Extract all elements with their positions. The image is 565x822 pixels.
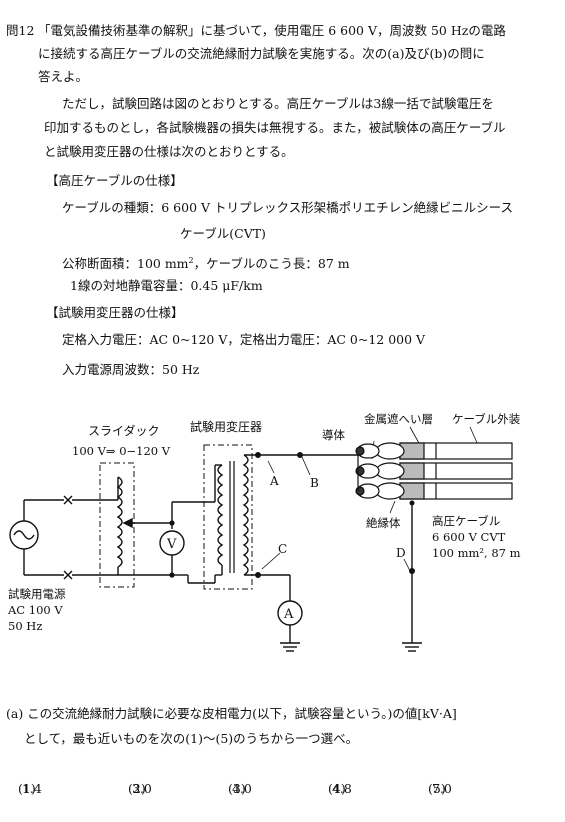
slidac-label: スライダック — [88, 423, 160, 438]
cable-label-3: 100 mm², 87 m — [432, 546, 521, 560]
choice-1-label: (1) — [18, 781, 36, 796]
choice-3-label: (3) — [228, 781, 246, 796]
cable-spec-heading: 【高圧ケーブルの仕様】 — [46, 173, 183, 188]
shield-label: 金属遮へい層 — [364, 412, 433, 426]
source-label-3: 50 Hz — [8, 619, 42, 633]
conductor-label: 導体 — [322, 428, 345, 442]
cable-area-line: 公称断面積：100 mm2，ケーブルのこう長：87 m — [62, 253, 350, 272]
cable-type-line-2: ケーブル(CVT) — [180, 226, 266, 241]
choice-5-label: (5) — [428, 781, 446, 796]
question-number: 問12 — [6, 23, 35, 38]
question-line-2: に接続する高圧ケーブルの交流絶縁耐力試験を実施する。次の(a)及び(b)の問に — [38, 46, 485, 61]
cable-type-line-1: ケーブルの種類：6 600 V トリプレックス形架橋ポリエチレン絶縁ビニルシース — [62, 200, 514, 215]
transformer-voltage: 定格入力電圧：AC 0~120 V，定格出力電圧：AC 0~12 000 V — [62, 332, 426, 347]
choice-4-value: 4.8 — [331, 781, 352, 796]
choice-3[interactable]: (3) 4.0 — [228, 781, 252, 796]
transformer-label: 試験用変圧器 — [190, 419, 262, 434]
cable-capacitance: 1線の対地静電容量：0.45 μF/km — [70, 278, 263, 293]
part-a-line-1: (a) この交流絶縁耐力試験に必要な皮相電力(以下，試験容量という。)の値[kV… — [6, 706, 457, 721]
part-a-line-2: として，最も近いものを次の(1)～(5)のうちから一つ選べ。 — [24, 731, 359, 746]
transformer-frequency: 入力電源周波数：50 Hz — [62, 362, 200, 377]
cable-label-1: 高圧ケーブル — [432, 514, 500, 528]
question-line-3: 答えよ。 — [38, 69, 89, 84]
ammeter-label: A — [283, 607, 294, 622]
choice-3-value: 4.0 — [231, 781, 252, 796]
choice-5[interactable]: (5) 7.0 — [428, 781, 452, 796]
point-b-label: B — [310, 476, 319, 490]
answer-choices: (1) 1.4 (2) 3.0 (3) 4.0 (4) 4.8 (5) 7.0 — [18, 781, 538, 797]
insulator-label: 絶縁体 — [366, 516, 401, 530]
choice-2[interactable]: (2) 3.0 — [128, 781, 152, 796]
condition-line-1: ただし，試験回路は図のとおりとする。高圧ケーブルは3線一括で試験電圧を — [62, 96, 494, 111]
choice-5-value: 7.0 — [431, 781, 452, 796]
test-circuit-diagram: スライダック 100 V⇒ 0−120 V 試験用変圧器 導体 金属遮へい層 ケ… — [7, 412, 521, 652]
choice-4[interactable]: (4) 4.8 — [328, 781, 352, 796]
sheath-label: ケーブル外装 — [452, 412, 521, 426]
condition-line-2: 印加するものとし，各試験機器の損失は無視する。また，被試験体の高圧ケーブル — [44, 120, 506, 135]
voltmeter-label: V — [166, 537, 177, 552]
point-a-label: A — [269, 474, 279, 488]
transformer-spec-heading: 【試験用変圧器の仕様】 — [46, 305, 184, 320]
cable-area-prefix: 公称断面積：100 mm — [62, 256, 189, 272]
choice-1-value: 1.4 — [21, 781, 42, 796]
source-label-2: AC 100 V — [7, 603, 63, 617]
cable-area-sup: 2 — [188, 256, 194, 265]
choice-2-label: (2) — [128, 781, 146, 796]
slidac-range: 100 V⇒ 0−120 V — [72, 444, 171, 458]
condition-line-3: と試験用変圧器の仕様は次のとおりとする。 — [44, 144, 294, 159]
choice-1[interactable]: (1) 1.4 — [18, 781, 42, 796]
point-c-label: C — [278, 542, 287, 556]
cable-area-suffix: ，ケーブルのこう長：87 m — [193, 256, 350, 272]
choice-2-value: 3.0 — [131, 781, 152, 796]
cable-label-2: 6 600 V CVT — [432, 530, 506, 544]
question-line-1: 「電気設備技術基準の解釈」に基づいて，使用電圧 6 600 V，周波数 50 H… — [38, 23, 506, 38]
source-label-1: 試験用電源 — [8, 587, 66, 601]
point-d-label: D — [396, 546, 406, 560]
choice-4-label: (4) — [328, 781, 346, 796]
cable-cores — [355, 442, 513, 500]
